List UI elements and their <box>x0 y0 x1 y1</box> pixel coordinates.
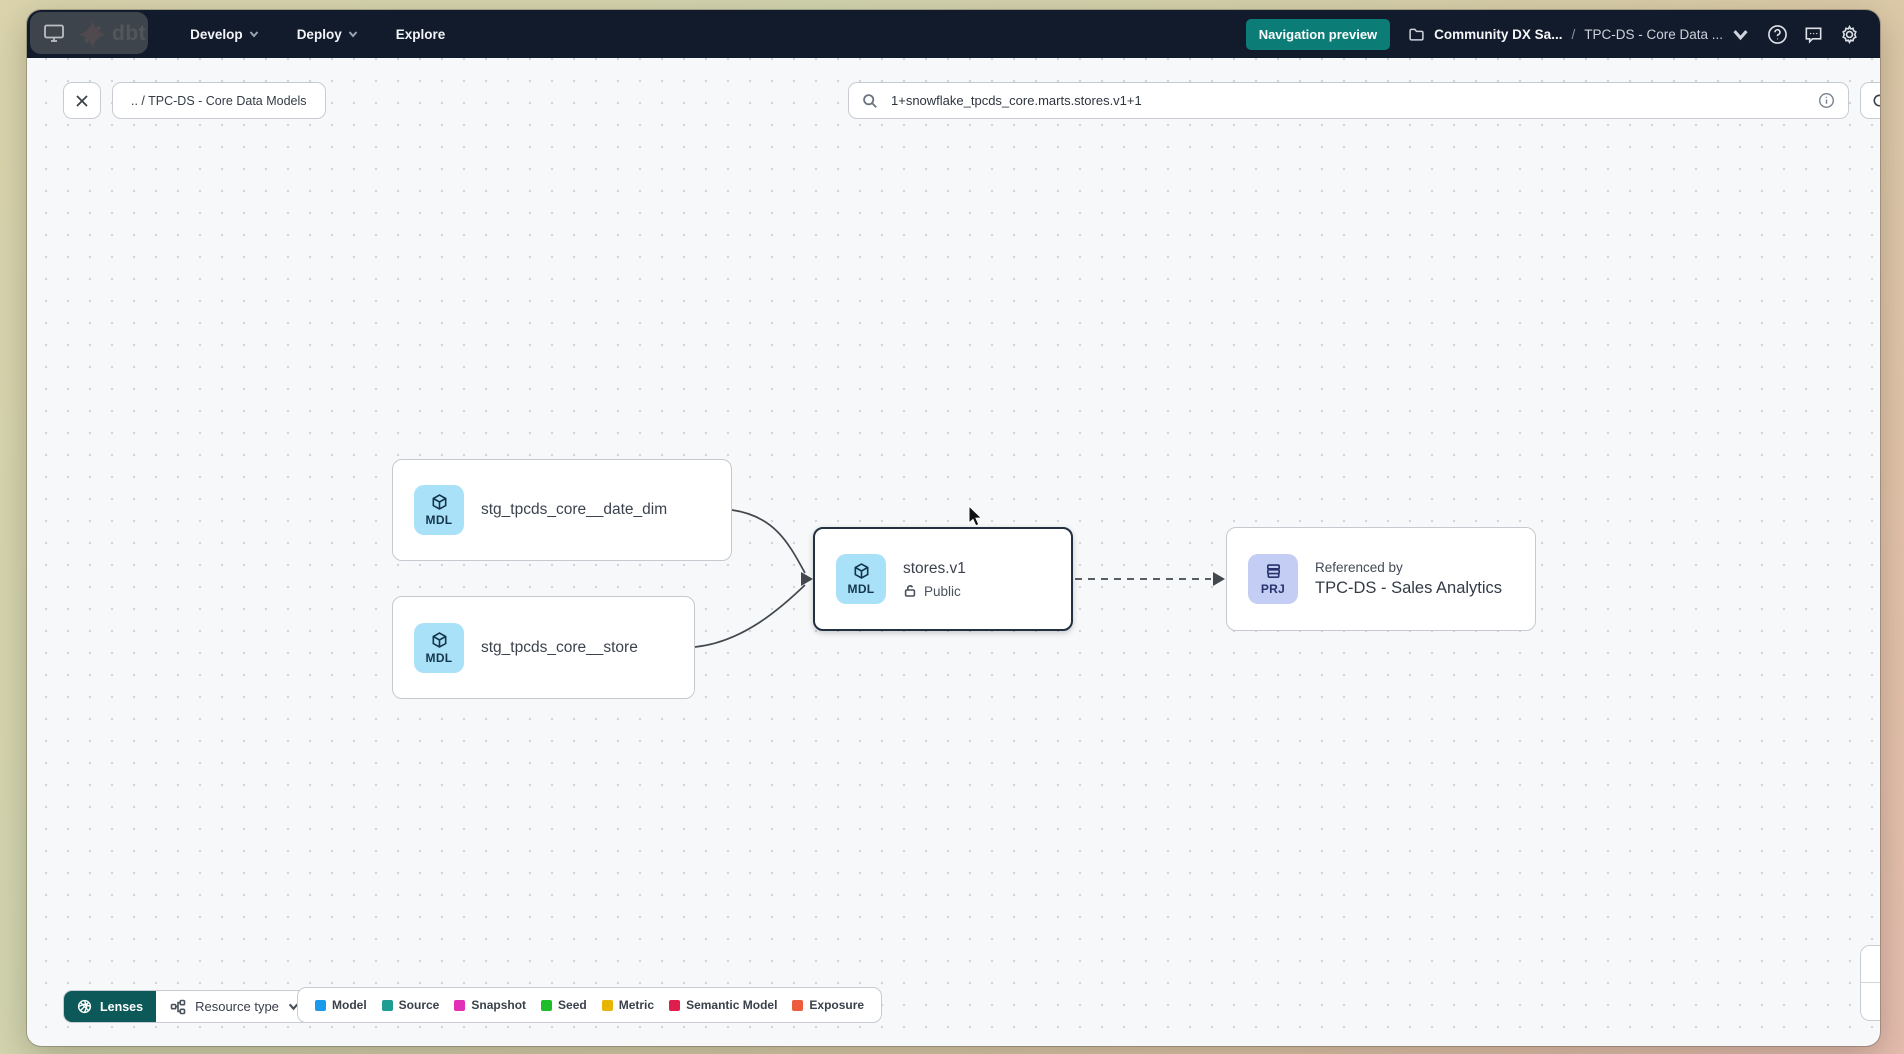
badge-label: MDL <box>425 650 453 665</box>
legend-item: Model <box>315 998 367 1012</box>
node-label: stores.v1 <box>903 559 966 577</box>
legend-swatch <box>381 999 393 1011</box>
project-name-label: TPC-DS - Sales Analytics <box>1315 579 1503 597</box>
model-badge: MDL <box>414 485 464 535</box>
nav-item-develop-label: Develop <box>190 26 243 42</box>
node-access: Public <box>903 584 966 599</box>
resource-type-icon <box>170 999 186 1014</box>
lineage-search <box>848 82 1849 119</box>
navigation-preview-badge[interactable]: Navigation preview <box>1245 18 1391 50</box>
node-label: stg_tpcds_core__store <box>481 638 638 656</box>
legend-label: Exposure <box>809 998 865 1012</box>
legend-label: Model <box>332 998 367 1012</box>
lenses-label: Lenses <box>100 999 144 1014</box>
folder-icon <box>1409 28 1424 41</box>
chevron-down-icon[interactable] <box>1732 26 1749 43</box>
model-badge: MDL <box>836 554 886 604</box>
legend-item: Snapshot <box>454 998 526 1012</box>
graph-breadcrumb-chip[interactable]: .. / TPC-DS - Core Data Models <box>112 82 326 119</box>
lens-aperture-icon <box>77 999 92 1014</box>
help-icon[interactable] <box>1767 24 1788 45</box>
settings-gear-icon[interactable] <box>1839 24 1860 45</box>
model-badge: MDL <box>414 622 464 673</box>
recording-overlay-chip <box>30 12 148 54</box>
nav-item-deploy[interactable]: Deploy <box>297 27 358 42</box>
refresh-button[interactable] <box>1860 82 1880 119</box>
badge-label: MDL <box>847 582 875 596</box>
badge-label: MDL <box>425 513 453 527</box>
search-icon <box>863 93 877 108</box>
referenced-by-label: Referenced by <box>1315 560 1403 575</box>
legend-swatch <box>601 999 613 1011</box>
node-referenced-by-sales-analytics[interactable]: PRJ Referenced by TPC-DS - Sales Analyti… <box>1226 527 1536 631</box>
legend-label: Seed <box>558 998 587 1012</box>
feedback-icon[interactable] <box>1803 24 1824 45</box>
node-stg-tpcds-core-date-dim[interactable]: MDL stg_tpcds_core__date_dim <box>392 459 732 561</box>
node-label: stg_tpcds_core__date_dim <box>481 501 668 518</box>
legend-label: Snapshot <box>471 998 527 1012</box>
legend-item: Exposure <box>792 998 864 1012</box>
lock-open-icon <box>904 585 916 597</box>
info-icon[interactable] <box>1818 92 1835 109</box>
legend-swatch <box>541 999 553 1011</box>
badge-label: PRJ <box>1260 582 1286 596</box>
nav-item-deploy-label: Deploy <box>296 26 342 42</box>
breadcrumb[interactable]: Community DX Sa... / TPC-DS - Core Data … <box>1408 26 1749 43</box>
close-icon <box>76 94 88 107</box>
lenses-button[interactable]: Lenses <box>64 991 157 1022</box>
navbar-icons <box>1767 24 1860 45</box>
navbar-right: Navigation preview Community DX Sa... / … <box>1245 18 1860 50</box>
chevron-down-icon <box>249 31 258 38</box>
breadcrumb-page[interactable]: TPC-DS - Core Data ... <box>1584 26 1723 42</box>
cube-icon <box>432 494 446 510</box>
legend-label: Semantic Model <box>686 998 778 1012</box>
zoom-in-button[interactable]: + <box>1861 946 1880 983</box>
breadcrumb-project[interactable]: Community DX Sa... <box>1434 26 1563 42</box>
chevron-down-icon <box>288 1003 299 1011</box>
resource-type-dropdown[interactable]: Resource type <box>156 991 313 1022</box>
legend-item: Source <box>381 998 440 1012</box>
lens-controls: Lenses Resource type <box>63 990 314 1023</box>
resource-legend: Model Source Snapshot Seed Metric Semantic Mo… <box>297 987 883 1023</box>
legend-item: Semantic Model <box>669 998 777 1012</box>
legend-swatch <box>669 999 681 1011</box>
node-access-label: Public <box>924 583 961 599</box>
nav-item-explore[interactable]: Explore <box>396 27 446 42</box>
cube-icon <box>432 631 446 648</box>
legend-label: Metric <box>618 998 655 1012</box>
node-stores-v1[interactable]: MDL stores.v1 Public <box>813 527 1073 631</box>
nav-menus: Develop Deploy Explore <box>190 27 445 42</box>
cube-icon <box>854 563 868 579</box>
chevron-down-icon <box>348 31 357 38</box>
nav-item-develop[interactable]: Develop <box>190 27 259 42</box>
resource-type-label: Resource type <box>195 999 279 1014</box>
breadcrumb-separator: / <box>1571 26 1576 42</box>
legend-swatch <box>454 999 466 1011</box>
screen-icon <box>44 24 64 42</box>
legend-item: Seed <box>541 998 587 1012</box>
zoom-out-button[interactable]: − <box>1861 983 1880 1020</box>
search-input[interactable] <box>889 92 1807 109</box>
legend-swatch <box>792 999 804 1011</box>
legend-swatch <box>315 999 326 1011</box>
node-text-block: Referenced by TPC-DS - Sales Analytics <box>1315 560 1502 598</box>
legend-label: Source <box>398 998 440 1012</box>
node-text-block: stores.v1 Public <box>903 560 966 599</box>
project-stack-icon <box>1266 564 1280 579</box>
refresh-icon <box>1873 94 1880 107</box>
zoom-controls: + − <box>1860 945 1880 1021</box>
node-stg-tpcds-core-store[interactable]: MDL stg_tpcds_core__store <box>392 596 695 699</box>
top-navbar: dbt Develop Deploy Explore Navigation pr… <box>27 10 1880 58</box>
legend-item: Metric <box>601 998 655 1012</box>
app-window: dbt Develop Deploy Explore Navigation pr… <box>27 10 1880 1046</box>
project-badge: PRJ <box>1248 554 1298 604</box>
nav-item-explore-label: Explore <box>395 26 446 42</box>
close-button[interactable] <box>63 82 101 119</box>
graph-breadcrumb-label: .. / TPC-DS - Core Data Models <box>131 93 307 108</box>
